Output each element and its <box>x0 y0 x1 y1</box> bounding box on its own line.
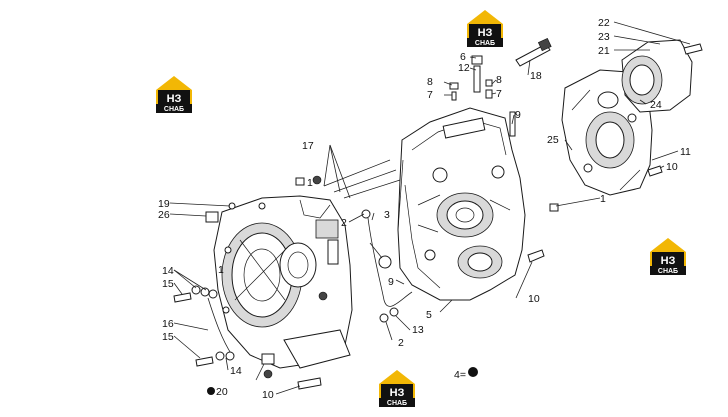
logo-word-text: СНАБ <box>387 400 407 407</box>
callout-markers: 1 <box>207 193 606 395</box>
brand-logo: НЗ СНАБ <box>650 238 686 275</box>
callout-label: 5 <box>426 309 432 321</box>
callout-label: 7 <box>496 88 502 100</box>
callout-label: 23 <box>598 31 610 43</box>
callout-label: 2 <box>398 337 404 349</box>
fastener-parts <box>173 37 703 390</box>
callout-label: 20 <box>216 386 228 398</box>
callout-label: 16 <box>162 318 174 330</box>
callout-label: 19 <box>158 198 170 210</box>
callout-label: 17 <box>302 140 314 152</box>
callout-label: 4= <box>454 369 466 381</box>
marker-dot-icon <box>207 387 215 395</box>
logo-word-text: СНАБ <box>475 40 495 47</box>
callout-label: 3 <box>384 209 390 221</box>
callout-label: 15 <box>162 278 174 290</box>
callout-label: 18 <box>530 70 542 82</box>
callout-label: 8 <box>496 74 502 86</box>
marker-dot-icon <box>468 367 478 377</box>
cylinder-cover <box>621 39 693 113</box>
callout-label: 2 <box>341 217 347 229</box>
callout-label: 10 <box>666 161 678 173</box>
callout-label: 9 <box>515 109 521 121</box>
callout-label: 24 <box>650 99 662 111</box>
callout-label: 13 <box>412 324 424 336</box>
callout-label: 1 <box>307 177 313 189</box>
callout-label: 1 <box>600 193 606 205</box>
logo-word-text: СНАБ <box>658 268 678 275</box>
transmission-housing <box>397 107 526 301</box>
rear-housing <box>561 69 653 196</box>
callout-label: 25 <box>547 134 559 146</box>
brand-logo: НЗ СНАБ <box>156 76 192 113</box>
callout-label: 10 <box>528 293 540 305</box>
bell-housing <box>213 195 353 369</box>
callout-label: 14 <box>230 365 242 377</box>
logo-mark-text: НЗ <box>478 27 493 39</box>
callout-label: 22 <box>598 17 610 29</box>
callout-label: 8 <box>427 76 433 88</box>
callout-label: 10 <box>262 389 274 401</box>
logo-mark-text: НЗ <box>167 93 182 105</box>
callout-label: 6 <box>460 51 466 63</box>
callout-label: 15 <box>162 331 174 343</box>
callout-label: 12 <box>458 62 470 74</box>
callout-label: 9 <box>388 276 394 288</box>
callout-label: 11 <box>680 146 691 158</box>
part-callouts: 1 1 2 2 3 4= 5 6 7 7 8 8 9 9 10 10 10 11… <box>158 17 691 401</box>
logo-mark-text: НЗ <box>390 387 405 399</box>
logo-mark-text: НЗ <box>661 255 676 267</box>
callout-label: 7 <box>427 89 433 101</box>
callout-label: 14 <box>162 265 174 277</box>
leader-lines <box>169 21 691 395</box>
brand-logo: НЗ СНАБ <box>467 10 503 47</box>
callout-label: 1 <box>218 264 224 276</box>
callout-label: 26 <box>158 209 170 221</box>
brand-logo: НЗ СНАБ <box>379 370 415 407</box>
logo-word-text: СНАБ <box>164 106 184 113</box>
callout-label: 21 <box>598 45 610 57</box>
